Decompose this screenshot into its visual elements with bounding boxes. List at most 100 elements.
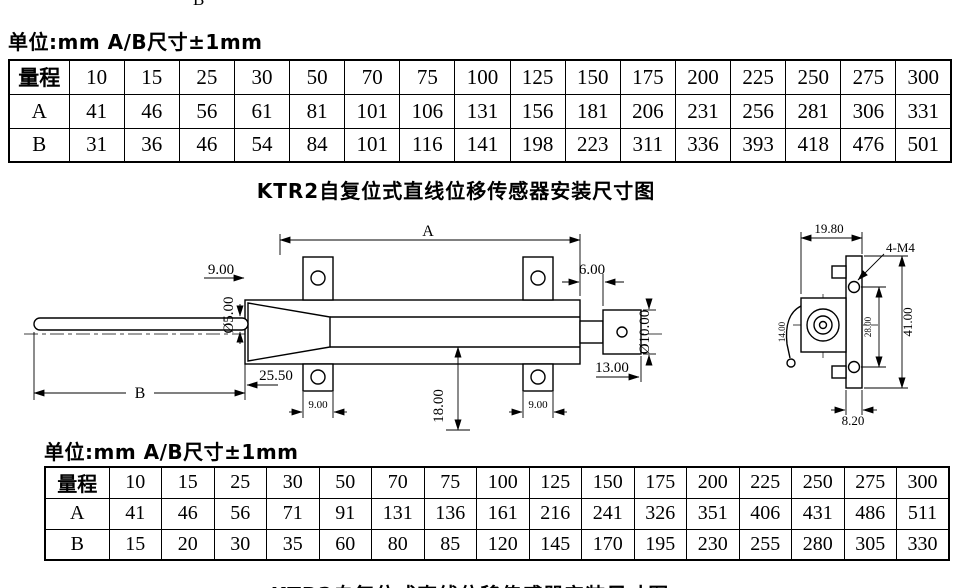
dimension-value-cell: 41 <box>68 93 125 129</box>
range-value-cell: 175 <box>619 59 676 95</box>
dimension-value-cell: 141 <box>454 127 511 163</box>
dimension-value-cell: 501 <box>895 127 952 163</box>
range-value-cell: 15 <box>123 59 180 95</box>
sensor-side-view <box>33 256 642 392</box>
range-value-cell: 275 <box>840 59 897 95</box>
dimension-value-cell: 61 <box>233 93 291 129</box>
dimension-value-cell: 170 <box>581 528 635 561</box>
dim-overall-length: A <box>422 223 434 240</box>
dimension-value-cell: 30 <box>213 528 267 561</box>
dimension-value-cell: 326 <box>633 497 687 530</box>
push-rod <box>33 317 249 331</box>
dimension-value-cell: 241 <box>581 497 635 530</box>
dimension-value-cell: 15 <box>108 528 162 561</box>
dimension-value-cell: 131 <box>371 497 425 530</box>
rear-block-hole <box>616 326 628 338</box>
dimension-value-cell: 331 <box>895 93 952 129</box>
dimension-value-cell: 81 <box>288 93 346 129</box>
m4-screw-hole-bottom <box>847 360 861 374</box>
range-value-cell: 75 <box>399 59 456 95</box>
dimension-value-cell: 406 <box>738 497 792 530</box>
range-value-cell: 125 <box>528 466 582 499</box>
dimension-value-cell: 255 <box>738 528 792 561</box>
dimension-value-cell: 85 <box>423 528 477 561</box>
dimension-value-cell: 311 <box>619 127 676 163</box>
range-value-cell: 70 <box>344 59 401 95</box>
dimension-value-cell: 476 <box>840 127 897 163</box>
row-label-cell: B <box>8 127 70 163</box>
m4-screw-hole-top <box>847 280 861 294</box>
row-label-cell: A <box>44 497 110 530</box>
dimension-value-cell: 101 <box>344 93 401 129</box>
range-value-cell: 30 <box>233 59 291 95</box>
range-value-cell: 200 <box>686 466 740 499</box>
rod-end-center <box>818 320 828 330</box>
dimension-value-cell: 46 <box>178 127 235 163</box>
dim-tip-length: 13.00 <box>595 360 629 376</box>
dim-plate-thickness: 8.20 <box>842 413 865 428</box>
dimension-value-cell: 256 <box>729 93 787 129</box>
dimension-value-cell: 223 <box>564 127 621 163</box>
range-value-cell: 30 <box>266 466 320 499</box>
mounting-hole <box>310 270 326 286</box>
clip-end <box>786 358 796 368</box>
dimension-value-cell: 106 <box>399 93 456 129</box>
dim-screw-spec: 4-M4 <box>886 240 915 255</box>
dimension-value-cell: 60 <box>318 528 372 561</box>
rear-shaft <box>579 320 604 344</box>
dimension-value-cell: 136 <box>423 497 477 530</box>
dimension-value-cell: 46 <box>123 93 180 129</box>
range-value-cell: 175 <box>633 466 687 499</box>
dimension-value-cell: 511 <box>896 497 950 530</box>
dimension-value-cell: 91 <box>318 497 372 530</box>
dimension-labels: A 9.00 Ø5.00 6.00 Ø10.00 25.50 B 13.00 1… <box>135 221 916 428</box>
side-view-dimension-lines <box>33 234 656 431</box>
units-note-bottom: 单位:mm A/B尺寸±1mm <box>44 440 299 464</box>
dimension-value-cell: 54 <box>233 127 291 163</box>
dimension-value-cell: 351 <box>686 497 740 530</box>
dim-slot-depth: 18.00 <box>431 389 447 423</box>
dim-rod-length: B <box>135 385 146 402</box>
range-value-cell: 300 <box>896 466 950 499</box>
units-note-top: 单位:mm A/B尺寸±1mm <box>8 30 263 54</box>
range-value-cell: 15 <box>161 466 215 499</box>
dimension-value-cell: 161 <box>476 497 530 530</box>
dimension-value-cell: 71 <box>266 497 320 530</box>
dimension-value-cell: 231 <box>674 93 732 129</box>
spring-clip <box>785 305 802 359</box>
dim-tab-offset-left: 9.00 <box>308 399 328 411</box>
dimension-value-cell: 195 <box>633 528 687 561</box>
dimension-value-cell: 330 <box>896 528 950 561</box>
sensor-body <box>244 299 581 365</box>
dim-side-small: 14.00 <box>777 321 787 342</box>
installation-dimension-drawing: A 9.00 Ø5.00 6.00 Ø10.00 25.50 B 13.00 1… <box>24 221 916 431</box>
dimension-value-cell: 230 <box>686 528 740 561</box>
range-value-cell: 300 <box>895 59 952 95</box>
dimension-value-cell: 280 <box>791 528 845 561</box>
dimension-value-cell: 156 <box>509 93 566 129</box>
dimension-value-cell: 145 <box>528 528 582 561</box>
range-value-cell: 150 <box>564 59 621 95</box>
dimension-value-cell: 36 <box>123 127 180 163</box>
dimension-value-cell: 31 <box>68 127 125 163</box>
dim-rod-diameter: Ø5.00 <box>221 296 237 333</box>
range-value-cell: 225 <box>729 59 787 95</box>
range-value-cell: 125 <box>509 59 566 95</box>
range-value-cell: 275 <box>843 466 897 499</box>
dimension-value-cell: 206 <box>619 93 676 129</box>
mounting-hole <box>530 270 546 286</box>
range-value-cell: 75 <box>423 466 477 499</box>
rubber-boot-cone <box>247 302 331 362</box>
dim-boot-length: 25.50 <box>259 368 293 384</box>
dimension-value-cell: 84 <box>288 127 346 163</box>
dimension-value-cell: 56 <box>213 497 267 530</box>
dim-shaft-step: 6.00 <box>579 262 605 278</box>
dimension-value-cell: 116 <box>399 127 456 163</box>
range-value-cell: 25 <box>178 59 235 95</box>
dim-shaft-diameter: Ø10.00 <box>637 310 653 355</box>
